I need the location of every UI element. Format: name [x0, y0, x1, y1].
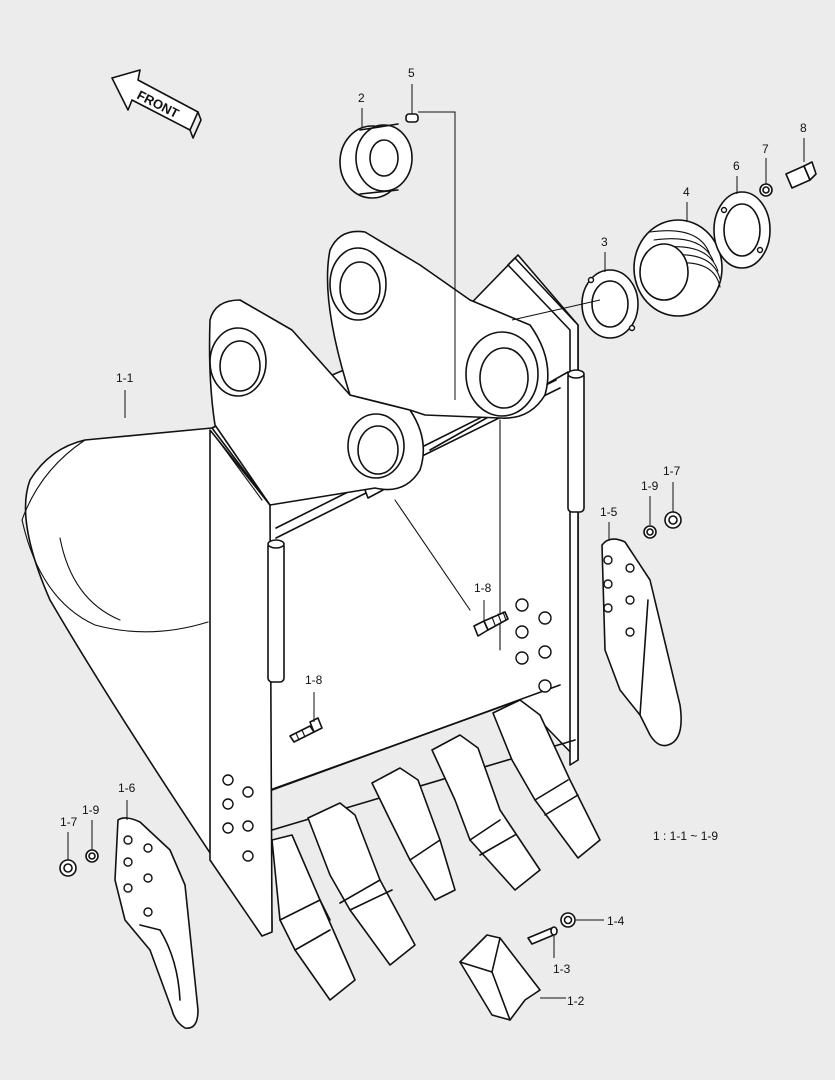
- label-4: 4: [683, 185, 690, 199]
- label-1-9-right: 1-9: [641, 479, 659, 493]
- callout-labels: 1-1 1-2 1-3 1-4 1-5 1-6 1-7 1-7 1-8 1-8 …: [60, 66, 807, 1008]
- bucket-body: [21, 230, 585, 937]
- washer-1-9-right: [643, 525, 657, 539]
- front-arrow-icon: FRONT: [111, 69, 202, 139]
- nut-1-7-left: [59, 859, 77, 877]
- tooth-2: [307, 802, 416, 966]
- label-2: 2: [358, 91, 365, 105]
- washer-1-9-left: [85, 849, 99, 863]
- bucket-teeth: [271, 699, 601, 1001]
- label-8: 8: [800, 121, 807, 135]
- washer-7: [759, 183, 773, 197]
- pin-1-3: [527, 926, 558, 945]
- tooth-4: [431, 734, 541, 891]
- label-1-3: 1-3: [553, 962, 571, 976]
- label-6: 6: [733, 159, 740, 173]
- label-1-5: 1-5: [600, 505, 618, 519]
- label-1-9-left: 1-9: [82, 803, 100, 817]
- bolt-8: [785, 161, 817, 189]
- shim-3: [581, 269, 639, 339]
- label-1-7-left: 1-7: [60, 815, 78, 829]
- label-3: 3: [601, 235, 608, 249]
- leader-lines: [67, 84, 805, 999]
- label-1-8-lower: 1-8: [305, 673, 323, 687]
- retaining-plate-6: [713, 191, 771, 269]
- right-bolt-holes: [515, 598, 552, 693]
- label-1-8-upper: 1-8: [474, 581, 492, 595]
- assembly-note: 1 : 1-1 ~ 1-9: [653, 829, 718, 843]
- label-5: 5: [408, 66, 415, 80]
- side-cutter-1-5: [601, 538, 682, 747]
- bolt-1-8-upper: [473, 611, 509, 637]
- tooth-5: [492, 699, 601, 859]
- label-1-2: 1-2: [567, 994, 585, 1008]
- tooth-3: [371, 767, 456, 901]
- left-bolt-holes: [222, 774, 254, 862]
- pin-boss-2: [339, 123, 413, 199]
- nut-1-7-right: [664, 511, 682, 529]
- side-cutter-1-6: [114, 817, 199, 1029]
- label-7: 7: [762, 142, 769, 156]
- tooth-point-1-2: [459, 934, 541, 1021]
- bolt-1-8-lower: [289, 717, 323, 743]
- label-1-1: 1-1: [116, 371, 134, 385]
- spring-bushing-4: [633, 219, 723, 317]
- grease-nipple-5: [405, 113, 419, 123]
- tooth-1: [271, 834, 356, 1001]
- label-1-7-right: 1-7: [663, 464, 681, 478]
- lock-1-4: [560, 912, 576, 928]
- label-1-4: 1-4: [607, 914, 625, 928]
- label-1-6: 1-6: [118, 781, 136, 795]
